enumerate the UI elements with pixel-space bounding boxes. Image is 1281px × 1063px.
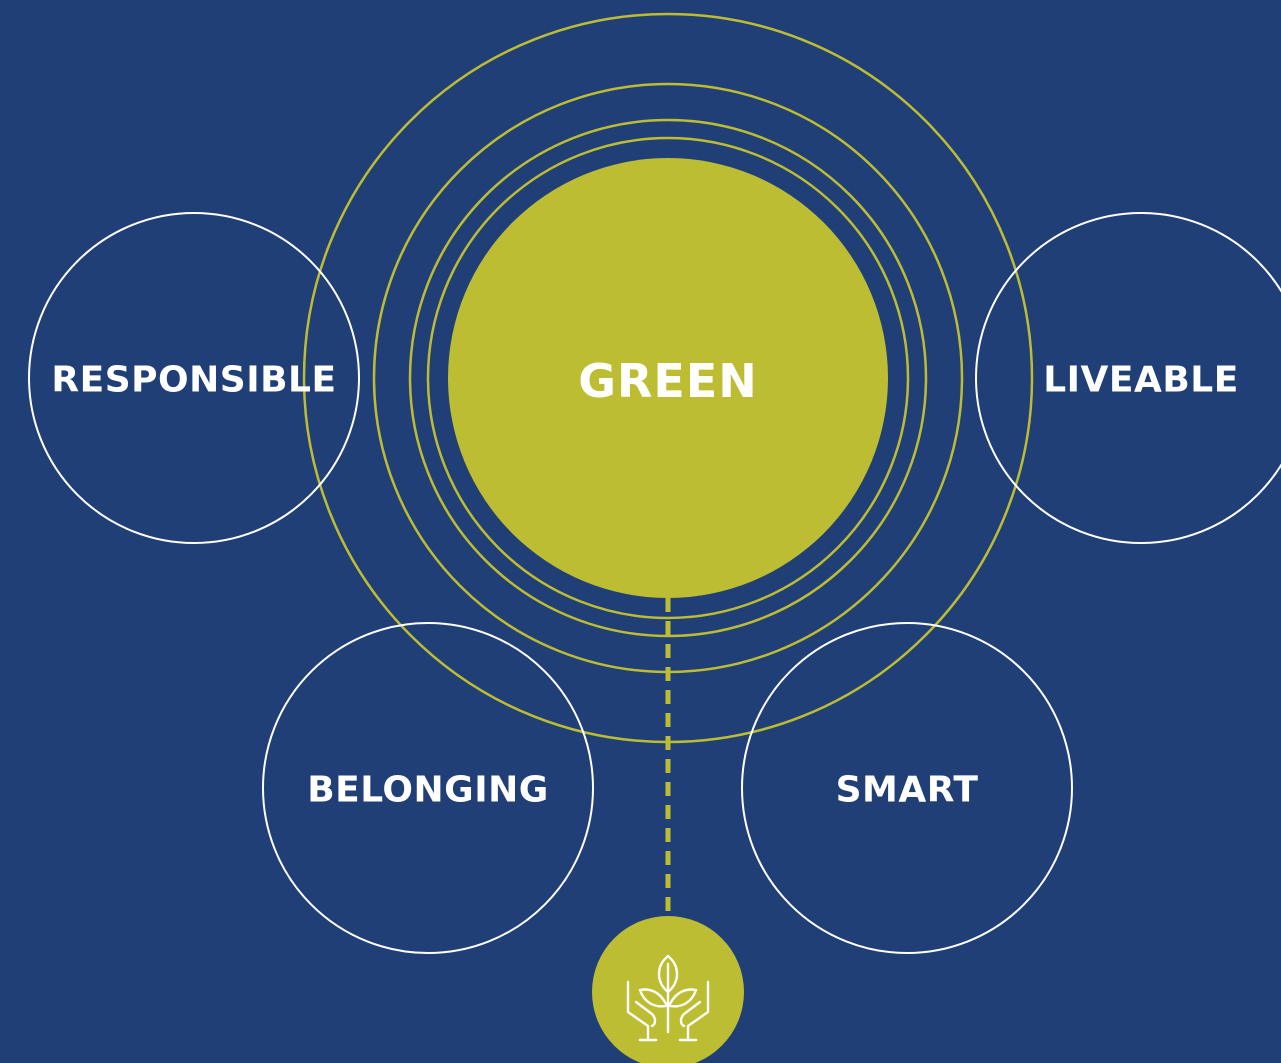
label-belonging: BELONGING xyxy=(307,769,549,811)
circle-green xyxy=(448,158,888,598)
ring-third xyxy=(408,118,928,638)
label-responsible: RESPONSIBLE xyxy=(51,359,337,401)
circle-responsible xyxy=(28,212,360,544)
label-smart: SMART xyxy=(835,769,979,811)
circle-belonging xyxy=(262,622,594,954)
hands-holding-plant-icon xyxy=(626,954,710,1042)
label-green: GREEN xyxy=(578,354,758,408)
circle-liveable xyxy=(975,212,1281,544)
ring-fourth xyxy=(426,136,910,620)
circle-smart xyxy=(741,622,1073,954)
label-liveable: LIVEABLE xyxy=(1043,359,1239,401)
